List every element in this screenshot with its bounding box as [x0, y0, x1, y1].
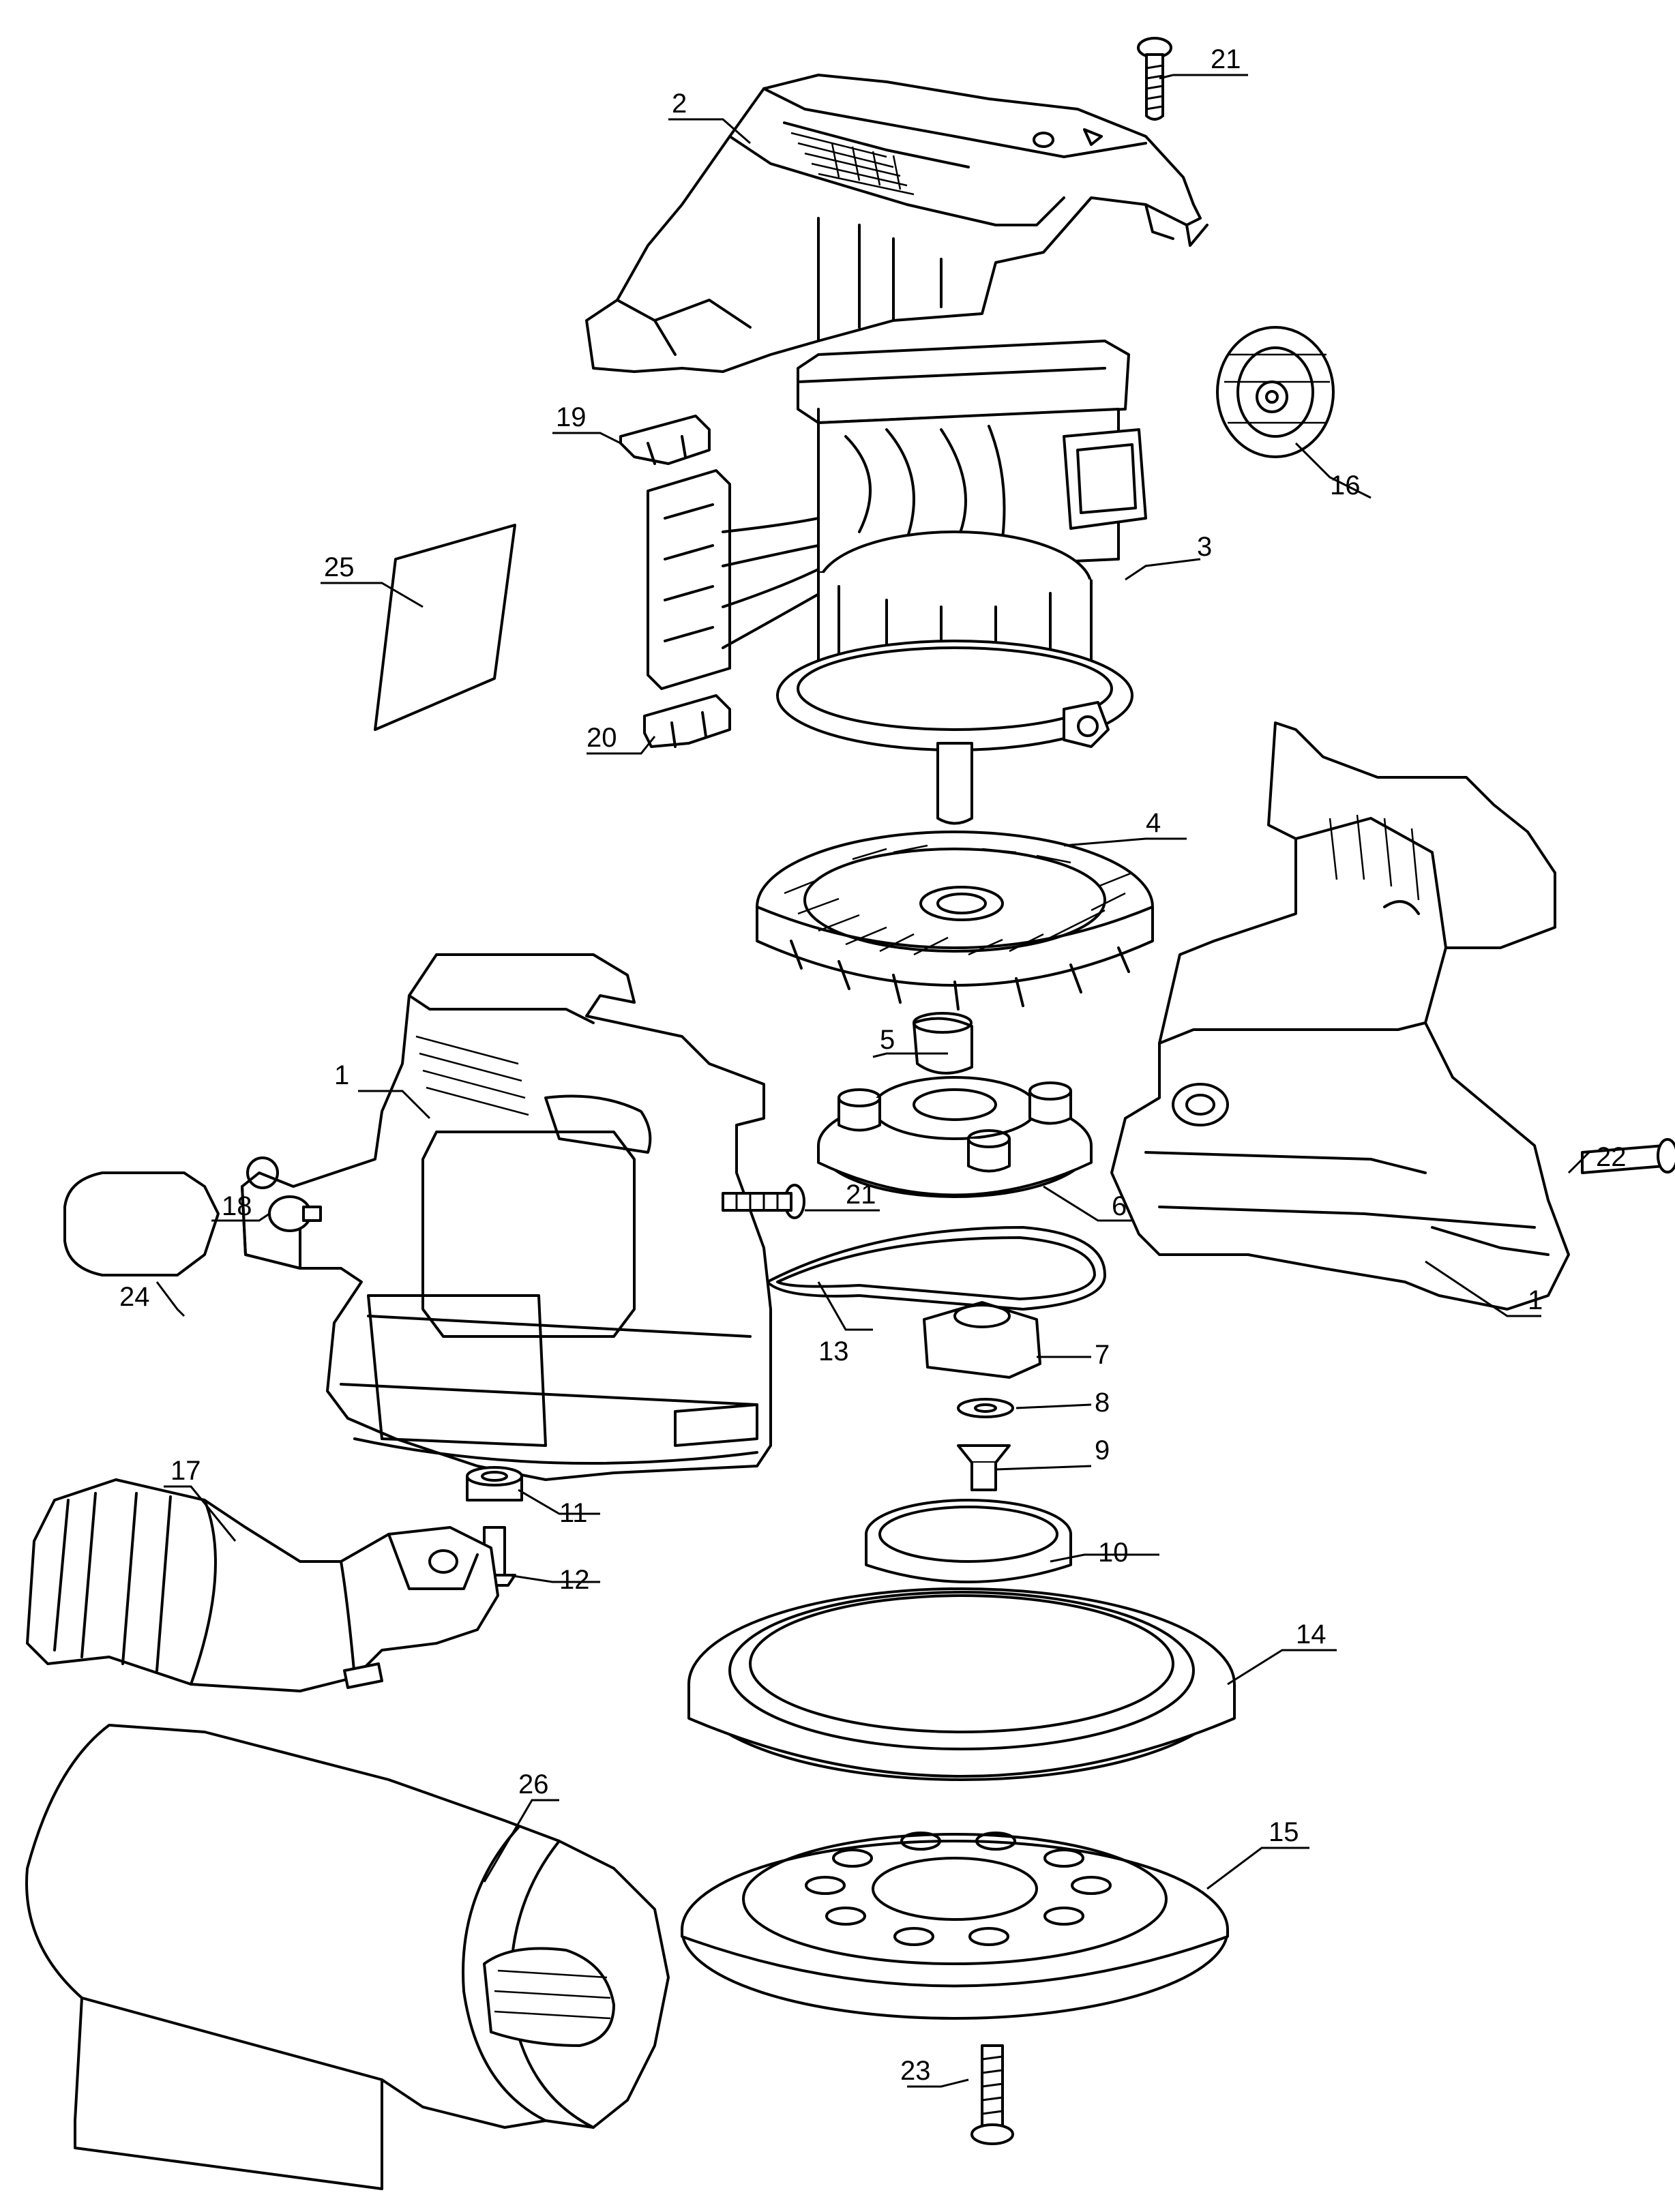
part-3-motor [776, 340, 1147, 825]
callout-label: 4 [1146, 808, 1161, 838]
callout-label: 5 [880, 1025, 895, 1055]
callout-label: 13 [818, 1336, 849, 1366]
callout-label: 3 [1197, 532, 1212, 562]
part-6-bearing-housing [817, 1076, 1093, 1198]
callout-label: 10 [1098, 1538, 1129, 1568]
callout-label: 21 [1211, 44, 1241, 74]
part-8-washer [957, 1398, 1014, 1418]
callout-label: 14 [1296, 1619, 1326, 1649]
callout-label: 9 [1095, 1435, 1110, 1465]
callout-label: 25 [324, 552, 355, 582]
callout-label: 15 [1269, 1817, 1299, 1847]
part-2-top-cover [585, 74, 1209, 373]
callout-label: 17 [171, 1456, 201, 1486]
part-7-counterweight [923, 1301, 1041, 1379]
callout-label: 24 [119, 1282, 150, 1312]
part-14-pad-ring [687, 1587, 1236, 1781]
part-9-screw [957, 1444, 1011, 1491]
callout-label: 12 [559, 1565, 590, 1595]
callout-label: 6 [1112, 1191, 1127, 1221]
callout-label: 21 [846, 1180, 876, 1210]
part-19-clip [619, 415, 711, 465]
part-13-seal-ring [766, 1226, 1106, 1311]
callout-label: 20 [587, 723, 617, 753]
callout-label: 8 [1095, 1388, 1110, 1418]
part-25-label-sheet [374, 524, 516, 731]
callout-label: 26 [518, 1769, 549, 1799]
part-17-dust-adapter [26, 1478, 499, 1692]
callout-label: 11 [559, 1498, 588, 1528]
callout-label: 19 [556, 402, 587, 432]
callout-label: 2 [672, 89, 687, 119]
callout-label: 22 [1596, 1142, 1627, 1172]
part-23-screw [970, 2044, 1014, 2145]
part-1-left-housing [241, 953, 772, 1481]
callout-label: 1 [334, 1060, 349, 1090]
part-15-sanding-pad [681, 1832, 1229, 2020]
part-20-clip [643, 694, 731, 748]
part-18-plug [268, 1195, 322, 1232]
part-5-coupling [913, 1012, 973, 1075]
callout-label: 16 [1330, 470, 1361, 500]
part-24-label [63, 1171, 220, 1276]
callout-label: 18 [222, 1191, 252, 1221]
callout-label: 23 [900, 2056, 931, 2086]
callout-labels: 21 2 19 25 16 3 20 4 5 6 21 1 18 24 22 1… [119, 44, 1627, 2086]
part-21-screw-middle [722, 1184, 805, 1219]
part-21-screw-top [1137, 37, 1172, 121]
part-22-screw [1581, 1138, 1675, 1174]
leader-lines [155, 74, 1590, 2088]
part-11-bushing [466, 1466, 523, 1501]
part-1-right-housing [1110, 721, 1570, 1311]
part-10-retainer-ring [865, 1499, 1072, 1583]
callout-label: 1 [1528, 1285, 1543, 1315]
callout-label: 7 [1095, 1340, 1110, 1370]
part-4-fan [756, 831, 1154, 1011]
part-16-dial [1216, 326, 1335, 458]
part-26-dust-canister [25, 1724, 670, 2190]
terminal-block [647, 469, 833, 690]
